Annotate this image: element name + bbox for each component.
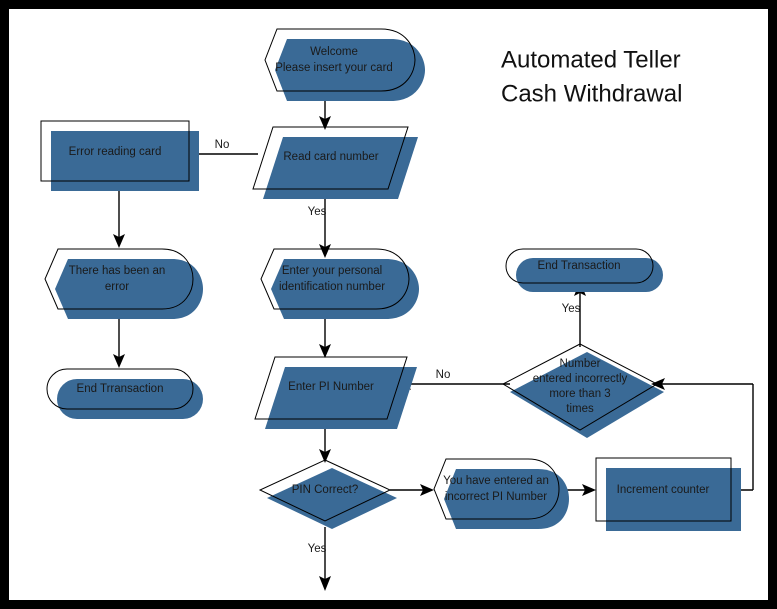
pin-correct-shadow bbox=[267, 468, 397, 529]
diagram-title-line2: Cash Withdrawal bbox=[501, 80, 682, 107]
edge-label-number-exceeded-yes: Yes bbox=[562, 303, 581, 315]
node-end-transaction[interactable]: End Transaction bbox=[505, 248, 663, 292]
enter-personal-identification-number-shape bbox=[260, 248, 410, 310]
enter-personal-identification-number-shadow bbox=[271, 259, 419, 319]
incorrect-pi-message-label-line2: incorrect PI Number bbox=[445, 491, 547, 503]
welcome-shadow bbox=[275, 39, 425, 101]
read-card-number-shadow bbox=[263, 137, 418, 199]
welcome-label-line2: Please insert your card bbox=[275, 62, 393, 74]
number-entered-incorrectly-label-line4: times bbox=[566, 403, 594, 415]
incorrect-pi-message-shape bbox=[433, 458, 560, 520]
flowchart-diagram: Welcome Please insert your card Read car… bbox=[40, 28, 754, 591]
there-has-been-an-error-label-line2: error bbox=[105, 281, 129, 293]
number-entered-incorrectly-label-line2: entered incorrectly bbox=[533, 373, 628, 385]
node-enter-personal-identification-number[interactable]: Enter your personal identification numbe… bbox=[260, 248, 419, 319]
pin-correct-shape bbox=[258, 459, 392, 522]
incorrect-pi-message-shadow bbox=[444, 469, 569, 529]
connector-pin-correct-yes-down bbox=[319, 527, 331, 591]
increment-counter-shadow bbox=[606, 468, 741, 531]
increment-counter-label: Increment counter bbox=[617, 484, 710, 496]
node-increment-counter[interactable]: Increment counter bbox=[595, 457, 741, 531]
connector-number-check-no-to-enter-pi bbox=[397, 378, 510, 390]
node-pin-correct[interactable]: PIN Correct? bbox=[258, 459, 397, 529]
end-trransaction-label: End Trransaction bbox=[77, 383, 164, 395]
read-card-number-label: Read card number bbox=[283, 151, 378, 163]
node-end-trransaction[interactable]: End Trransaction bbox=[46, 368, 203, 419]
diagram-title: Automated Teller Cash Withdrawal bbox=[501, 46, 682, 107]
welcome-label-line1: Welcome bbox=[310, 46, 358, 58]
end-transaction-label: End Transaction bbox=[537, 260, 620, 272]
end-trransaction-shape bbox=[46, 368, 194, 410]
end-transaction-shape bbox=[505, 248, 654, 284]
diagram-title-line1: Automated Teller bbox=[501, 46, 681, 73]
connector-pin-correct-to-incorrect-message bbox=[390, 484, 434, 496]
there-has-been-an-error-shape bbox=[44, 248, 194, 310]
error-reading-card-shadow bbox=[51, 131, 199, 191]
there-has-been-an-error-shadow bbox=[55, 259, 203, 319]
node-incorrect-pi-message[interactable]: You have entered an incorrect PI Number bbox=[433, 458, 569, 529]
edge-labels-layer: No Yes No Yes Yes bbox=[215, 139, 581, 555]
pin-correct-label: PIN Correct? bbox=[292, 484, 358, 496]
node-there-has-been-an-error[interactable]: There has been an error bbox=[44, 248, 203, 319]
read-card-number-shape bbox=[252, 126, 409, 190]
edge-label-enter-pi-no: No bbox=[436, 369, 451, 381]
number-entered-incorrectly-label-line3: more than 3 bbox=[549, 388, 610, 400]
node-welcome[interactable]: Welcome Please insert your card bbox=[264, 28, 425, 101]
edge-label-read-card-no: No bbox=[215, 139, 230, 151]
edge-label-pin-correct-yes: Yes bbox=[308, 543, 327, 555]
node-error-reading-card[interactable]: Error reading card bbox=[40, 120, 199, 191]
enter-pi-number-label: Enter PI Number bbox=[288, 381, 374, 393]
there-has-been-an-error-label-line1: There has been an bbox=[69, 265, 166, 277]
connectors-layer bbox=[113, 92, 754, 591]
number-entered-incorrectly-shadow bbox=[510, 352, 664, 438]
node-enter-pi-number[interactable]: Enter PI Number bbox=[254, 356, 417, 429]
enter-pi-number-shadow bbox=[265, 367, 417, 429]
incorrect-pi-message-label-line1: You have entered an bbox=[443, 475, 549, 487]
enter-pi-number-shape bbox=[254, 356, 408, 420]
enter-personal-identification-number-label-line2: identification number bbox=[279, 281, 385, 293]
error-reading-card-label: Error reading card bbox=[69, 146, 162, 158]
node-read-card-number[interactable]: Read card number bbox=[252, 126, 418, 199]
connector-read-card-yes-to-enter-pin bbox=[319, 192, 331, 258]
connector-error-to-error-message bbox=[113, 189, 125, 248]
number-entered-incorrectly-label-line1: Number bbox=[560, 358, 601, 370]
increment-counter-shape bbox=[595, 457, 732, 522]
welcome-shape bbox=[264, 28, 416, 92]
edge-label-read-card-yes: Yes bbox=[308, 206, 327, 218]
error-reading-card-shape bbox=[40, 120, 190, 182]
enter-personal-identification-number-label-line1: Enter your personal bbox=[282, 265, 382, 277]
number-entered-incorrectly-shape bbox=[501, 343, 659, 431]
node-number-entered-incorrectly[interactable]: Number entered incorrectly more than 3 t… bbox=[501, 343, 664, 438]
connector-error-message-to-end bbox=[113, 311, 125, 368]
